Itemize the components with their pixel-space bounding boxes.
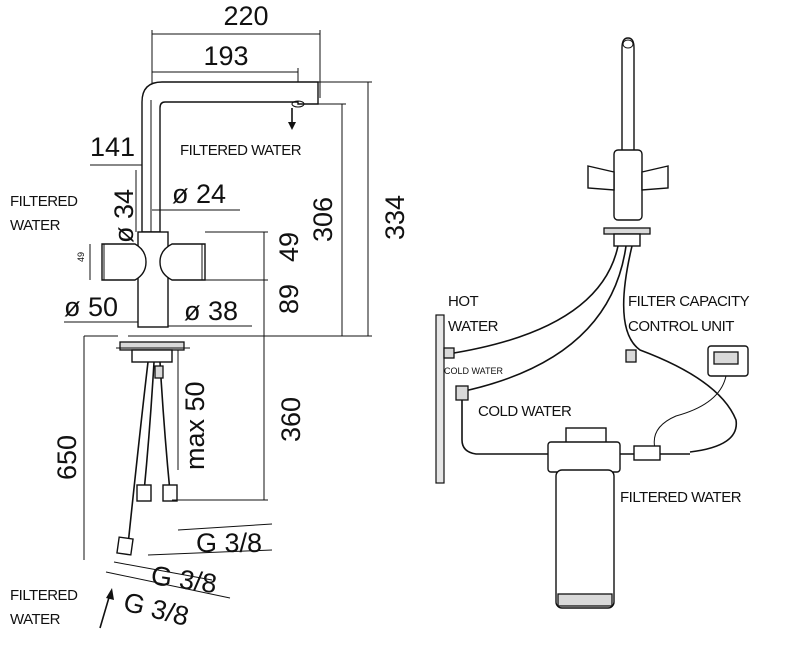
thread-leader-1 <box>177 523 273 531</box>
hose-clip <box>154 365 164 379</box>
cold-water-hose <box>459 245 627 393</box>
label-cold-water: COLD WATER <box>478 403 572 420</box>
left-handle <box>101 243 147 281</box>
dim-220: 220 <box>223 1 268 31</box>
installed-spout <box>621 37 635 153</box>
dim-diameter-50: ø 50 <box>64 292 118 322</box>
left-faucet-view: 220 193 141 FILTERED WATER ø 24 ø 34 FIL… <box>10 1 410 632</box>
hose-3 <box>159 361 171 493</box>
thread-leader-2 <box>105 571 231 599</box>
label-filtered-side-2: WATER <box>10 217 61 234</box>
label-filter-capacity-2: CONTROL UNIT <box>628 318 734 335</box>
dim-base-height: 89 <box>274 284 304 314</box>
dim-shank-length: 360 <box>276 397 306 442</box>
label-filtered-bottom-1: FILTERED <box>10 587 78 604</box>
right-handle <box>159 243 206 281</box>
dim-diameter-24: ø 24 <box>172 179 226 209</box>
label-filtered-water-spout: FILTERED WATER <box>180 142 302 159</box>
dim-handle-offset: 49 <box>76 252 86 262</box>
hose-end-3 <box>162 484 178 502</box>
dim-hose-length: 650 <box>52 435 82 480</box>
faucet-body <box>137 231 169 328</box>
hot-water-hose <box>447 245 619 355</box>
installed-nut <box>613 233 641 247</box>
mounting-flange <box>119 341 185 351</box>
dim-193: 193 <box>203 41 248 71</box>
filtered-arrow-head <box>106 588 114 600</box>
hot-valve <box>443 347 455 359</box>
spout-outlet <box>291 100 305 108</box>
wall <box>435 314 445 484</box>
dim-max-thickness: max 50 <box>180 381 210 470</box>
filter-cartridge-base <box>557 593 613 607</box>
control-unit-display <box>713 351 739 365</box>
label-filtered-water: FILTERED WATER <box>620 489 742 506</box>
thread-leader-1b <box>147 549 273 556</box>
filtered-water-hose <box>622 245 738 453</box>
flow-arrow-head <box>288 122 296 130</box>
label-filtered-side-1: FILTERED <box>10 193 78 210</box>
hose-end-2 <box>136 484 152 502</box>
filtered-connector <box>625 349 637 363</box>
label-hot-water-2: WATER <box>448 318 499 335</box>
hose-2 <box>143 361 155 493</box>
label-hot-water-1: HOT <box>448 293 479 310</box>
control-unit-cable <box>653 375 727 453</box>
label-filter-capacity-1: FILTER CAPACITY <box>628 293 750 310</box>
filter-inlet-hose <box>461 400 548 455</box>
installed-left-handle <box>587 165 615 191</box>
right-installation-view: HOT WATER COLD WATER COLD WATER FILTER C… <box>435 37 750 609</box>
hose-1 <box>127 361 149 546</box>
thread-1: G 3/8 <box>196 528 262 558</box>
installed-body <box>613 149 643 221</box>
thread-leader-2b <box>113 561 213 581</box>
dim-141: 141 <box>90 132 135 162</box>
dim-handle-height: 49 <box>274 232 304 262</box>
mounting-nut <box>131 349 173 363</box>
spout-body <box>141 81 319 233</box>
flow-meter <box>633 445 661 461</box>
dim-height-306: 306 <box>308 197 338 242</box>
filter-cartridge <box>555 469 615 609</box>
installed-right-handle <box>641 165 669 191</box>
installed-spout-tip <box>622 39 634 49</box>
dim-height-334: 334 <box>380 195 410 240</box>
thread-2: G 3/8 <box>149 560 219 599</box>
filter-head <box>547 441 621 473</box>
dim-diameter-38: ø 38 <box>184 296 238 326</box>
label-cold-water-small: COLD WATER <box>444 366 504 376</box>
cold-valve <box>455 385 469 401</box>
installed-flange <box>603 227 651 235</box>
label-filtered-bottom-2: WATER <box>10 611 61 628</box>
filtered-arrow-line <box>99 593 111 629</box>
dim-diameter-34: ø 34 <box>109 189 139 243</box>
hose-end-1 <box>116 536 134 556</box>
